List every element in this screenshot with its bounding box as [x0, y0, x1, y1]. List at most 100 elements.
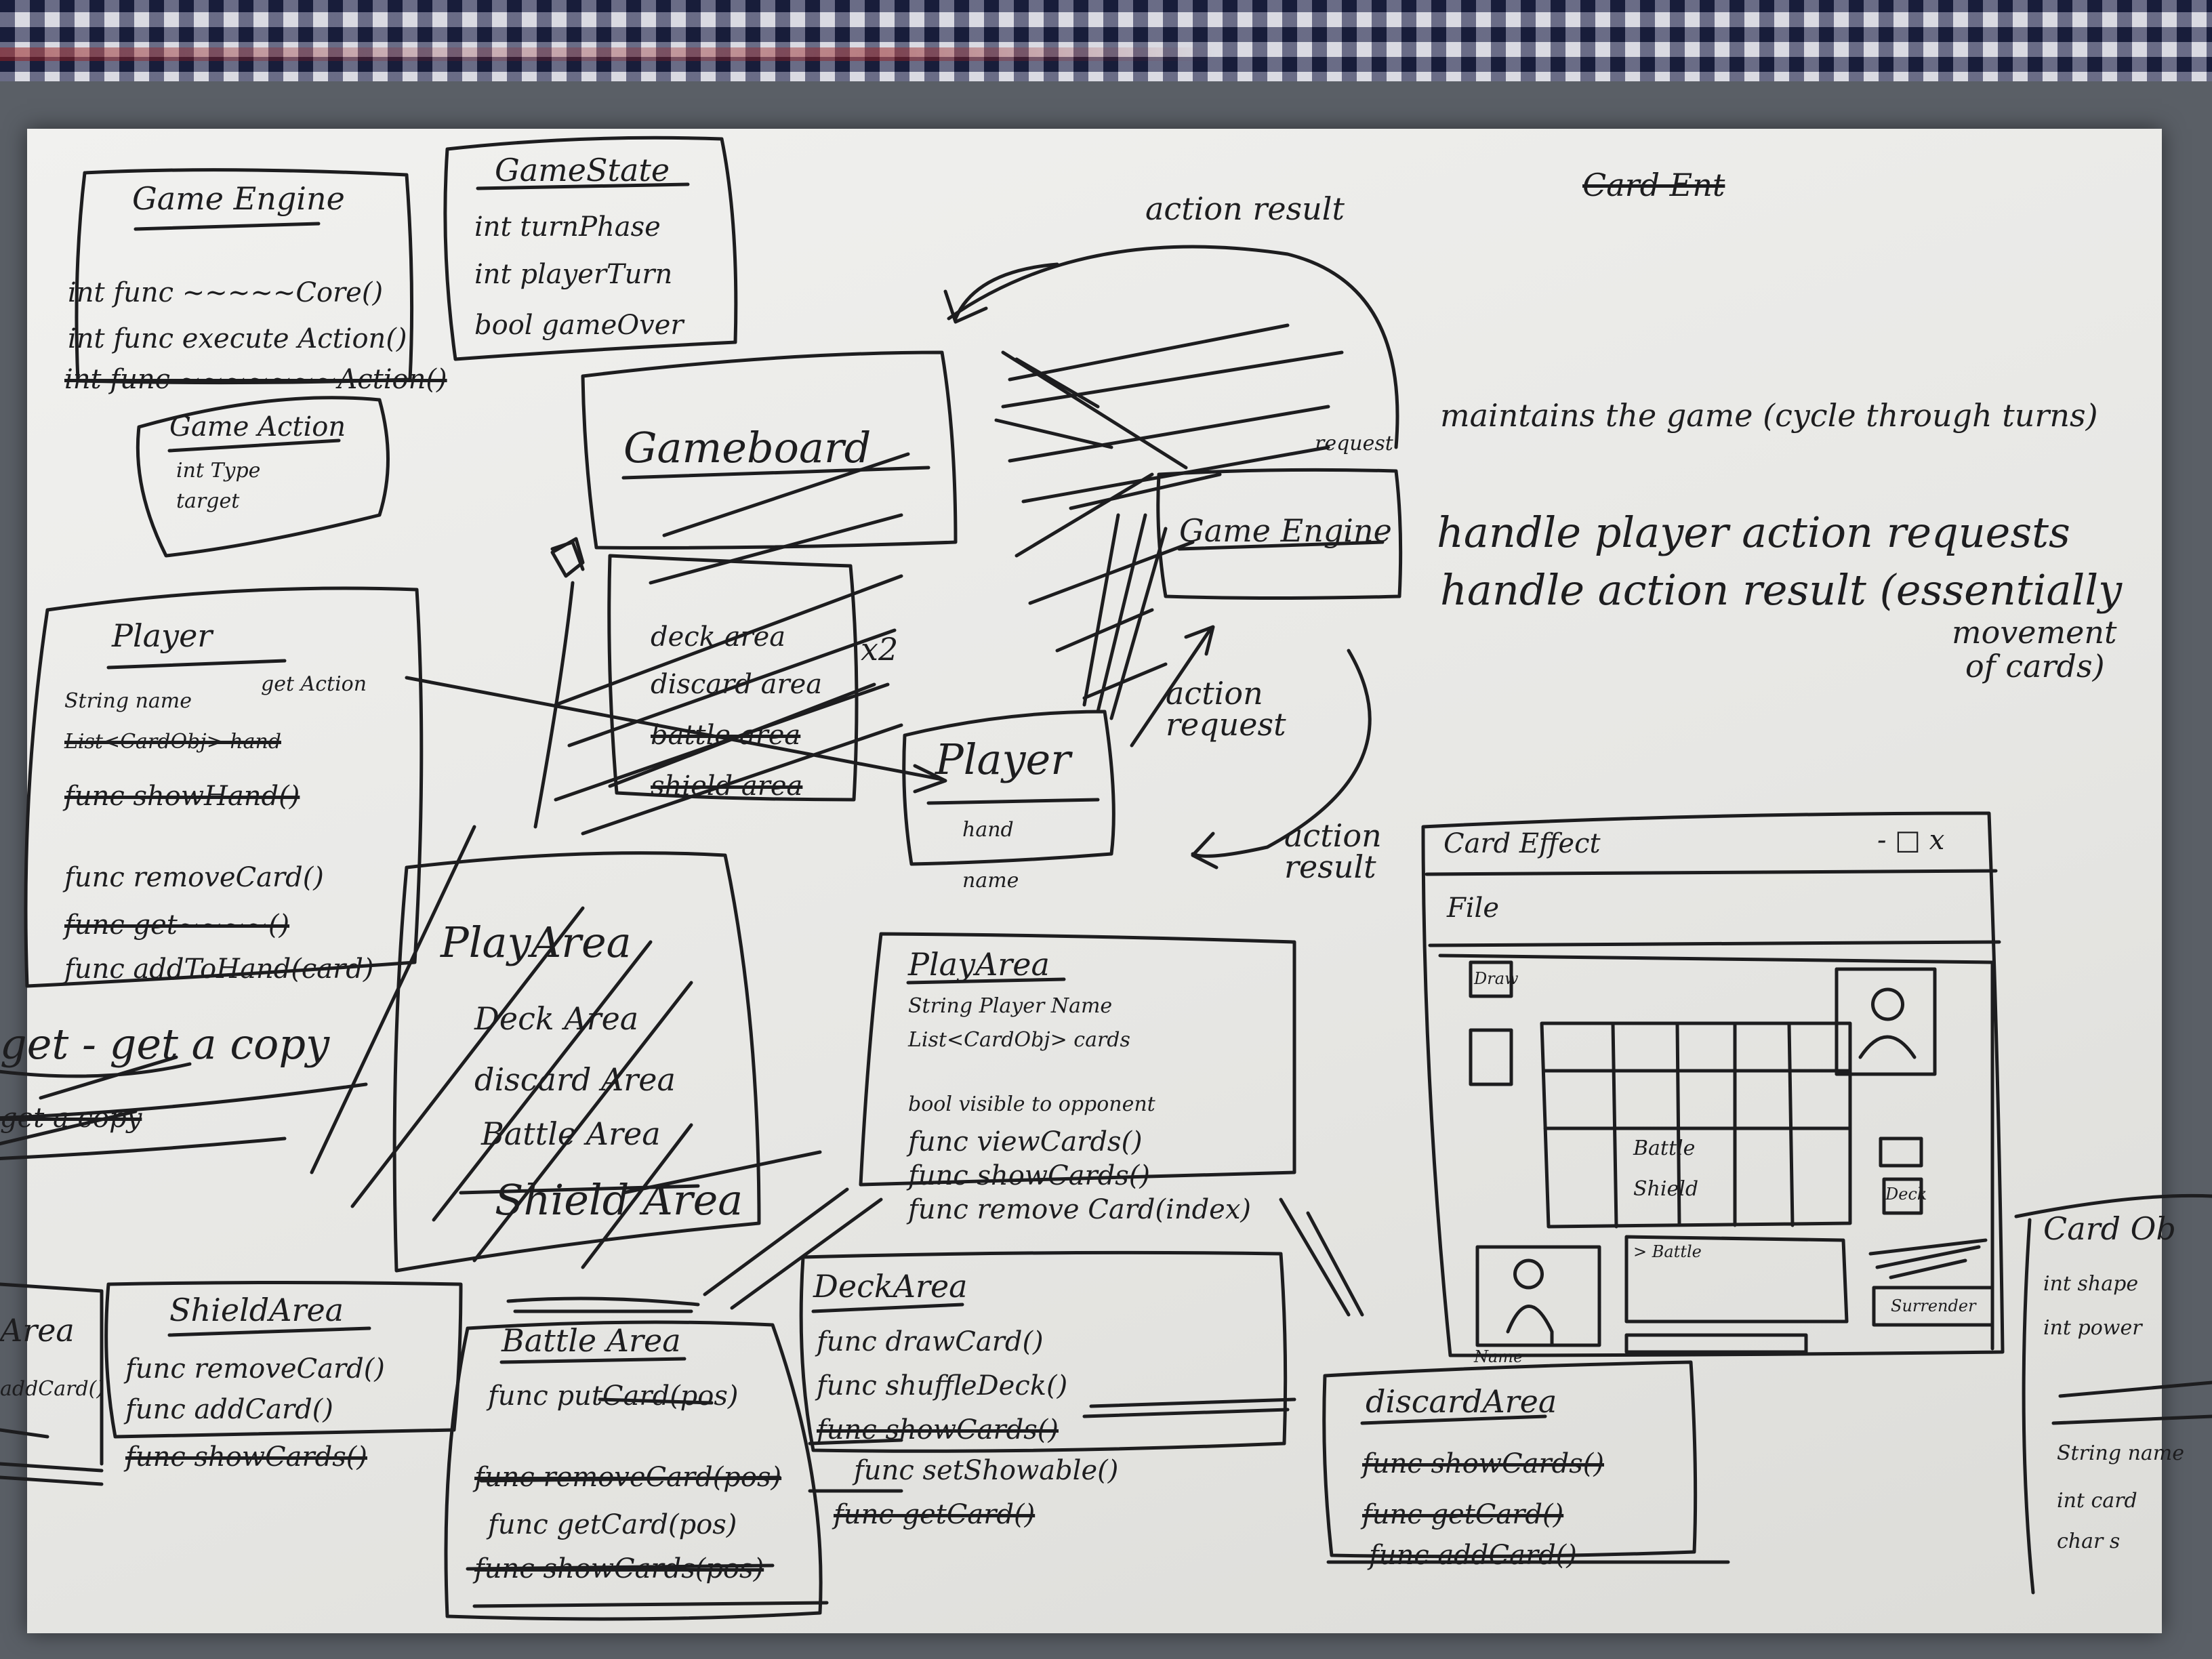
gameboard-mark: x2 [861, 631, 899, 668]
play-area-crossed-hatching [310, 825, 822, 1269]
game-engine-line-2: int func execute Action() [68, 323, 407, 354]
player-note: get Action [261, 672, 367, 696]
deck-area-line-2: func shuffleDeck() [817, 1370, 1068, 1401]
gameboard-box-outline [581, 350, 958, 550]
card-effect-name-label: Name [1474, 1347, 1523, 1366]
arrow-up-left [533, 540, 585, 829]
top-right-word: Card Ent [1582, 167, 1725, 203]
left-scribble [0, 1055, 368, 1161]
responsibility-2: handle player action requests [1437, 508, 2070, 557]
arrow-player-to-board [405, 676, 947, 794]
card-effect-menubar-line [1428, 940, 2001, 947]
responsibility-5: of cards) [1965, 648, 2105, 684]
battle-area-line-2: func removeCard(pos) [474, 1462, 782, 1493]
left-edge-scribble [0, 1428, 104, 1486]
play-area-crossed-line-1: Deck Area [474, 1000, 639, 1037]
diagram-player-line-1: hand [962, 818, 1014, 842]
card-obj-line-2: int power [2043, 1316, 2142, 1340]
play-area-crossed-outline [392, 851, 761, 1273]
game-engine-box-outline [75, 168, 414, 385]
battle-area-title-underline [499, 1357, 687, 1364]
card-effect-surrender-button[interactable]: Surrender [1891, 1296, 1976, 1315]
gameboard-title: Gameboard [623, 423, 872, 472]
game-action-line-1: int Type [176, 459, 261, 483]
request-label: request [1315, 432, 1393, 455]
card-effect-scribble [1868, 1238, 1988, 1279]
gameboard-line-4: shield area [651, 771, 803, 802]
play-area-box-underline [906, 977, 1066, 985]
deck-area-title: DeckArea [813, 1268, 968, 1305]
gameboard-hatching [554, 452, 910, 836]
card-effect-window-controls[interactable]: - □ x [1877, 825, 1945, 856]
battle-area-line-1: func putCard(pos) [488, 1380, 739, 1412]
diagonal-hatching [994, 323, 1344, 700]
left-edge-line-1: addCard() [0, 1377, 105, 1401]
game-action-title: Game Action [169, 411, 346, 443]
player-line-4: func removeCard() [64, 862, 324, 893]
diagram-player-line-2: name [962, 869, 1019, 893]
gameboard-line-1: deck area [651, 621, 786, 653]
discard-area-line-1: func showCards() [1362, 1448, 1604, 1479]
play-area-to-deck-lines [703, 1187, 1364, 1317]
action-request-label: action request [1166, 675, 1286, 743]
play-area-line-2: List<CardObj> cards [908, 1028, 1130, 1052]
responsibility-4: movement [1952, 614, 2117, 651]
play-area-crossed-line-3: Battle Area [481, 1115, 661, 1152]
battle-area-scribbles [466, 1397, 829, 1608]
card-effect-log-box [1624, 1235, 1849, 1354]
game-engine-line-3: int func ~~~~~~~Action() [64, 364, 447, 395]
left-note-2: get a copy [0, 1103, 142, 1134]
card-obj-line-3: String name [2057, 1441, 2185, 1465]
card-obj-line-1: int shape [2043, 1272, 2139, 1296]
card-obj-scribble [2051, 1380, 2212, 1425]
player-line-6: func addToHand(card) [64, 954, 374, 985]
deck-area-title-underline [811, 1303, 964, 1313]
discard-area-box-outline [1322, 1360, 1698, 1559]
card-obj-line-4: int card [2057, 1489, 2137, 1513]
discard-area-line-3: func addCard() [1369, 1540, 1577, 1571]
play-area-crossed-line-2: discard Area [474, 1061, 676, 1098]
battle-area-title-scribble [506, 1296, 700, 1313]
play-area-line-5: func showCards() [908, 1160, 1150, 1191]
shield-area-line-2: func addCard() [125, 1394, 333, 1425]
card-obj-title: Card Ob [2043, 1210, 2176, 1247]
shield-area-title: ShieldArea [169, 1292, 344, 1328]
shield-area-box-outline [104, 1281, 463, 1439]
game-state-box-outline [443, 136, 738, 361]
diagram-player-underline [926, 798, 1100, 805]
left-edge-box-outline [0, 1282, 104, 1473]
card-effect-titlebar-line [1425, 869, 1998, 876]
card-effect-draw-button[interactable]: Draw [1474, 969, 1519, 988]
card-effect-menu-file[interactable]: File [1447, 893, 1500, 924]
game-action-box-outline [136, 396, 390, 558]
card-effect-inner-frame [1438, 954, 1994, 1351]
deck-area-line-1: func drawCard() [817, 1326, 1044, 1357]
action-result-arrow [943, 262, 1059, 324]
play-area-line-1: String Player Name [908, 994, 1113, 1018]
deck-area-line-5: func getCard() [834, 1499, 1036, 1530]
game-action-line-2: target [176, 489, 240, 513]
card-effect-side-buttons [1469, 960, 1994, 1327]
game-state-title-underline [476, 182, 690, 190]
action-result-curve [1191, 649, 1372, 869]
player-line-2: List<CardObj> hand [64, 730, 281, 754]
player-title: Player [112, 617, 213, 654]
card-effect-deck-button[interactable]: Deck [1885, 1185, 1927, 1204]
shield-area-line-3: func showCards() [125, 1441, 367, 1473]
deck-area-box-outline [799, 1250, 1288, 1453]
game-engine-title: Game Engine [132, 180, 345, 217]
action-result-top-label: action result [1145, 190, 1345, 227]
player-line-5: func get~~~~() [64, 909, 290, 941]
card-obj-line-5: char s [2057, 1530, 2121, 1553]
arrow-diamond [550, 537, 585, 578]
game-state-line-3: bool gameOver [474, 310, 684, 341]
game-engine-line-1: int func ~~~~~Core() [68, 277, 384, 308]
game-state-line-2: int playerTurn [474, 259, 673, 290]
play-area-title: PlayArea [908, 946, 1050, 983]
deck-area-line-4: func setShowable() [854, 1455, 1119, 1486]
card-effect-avatar-bottom [1475, 1245, 1601, 1347]
gameboard-title-underline [621, 466, 930, 480]
card-effect-title: Card Effect [1443, 828, 1601, 859]
deck-area-line-3: func showCards() [817, 1414, 1059, 1446]
